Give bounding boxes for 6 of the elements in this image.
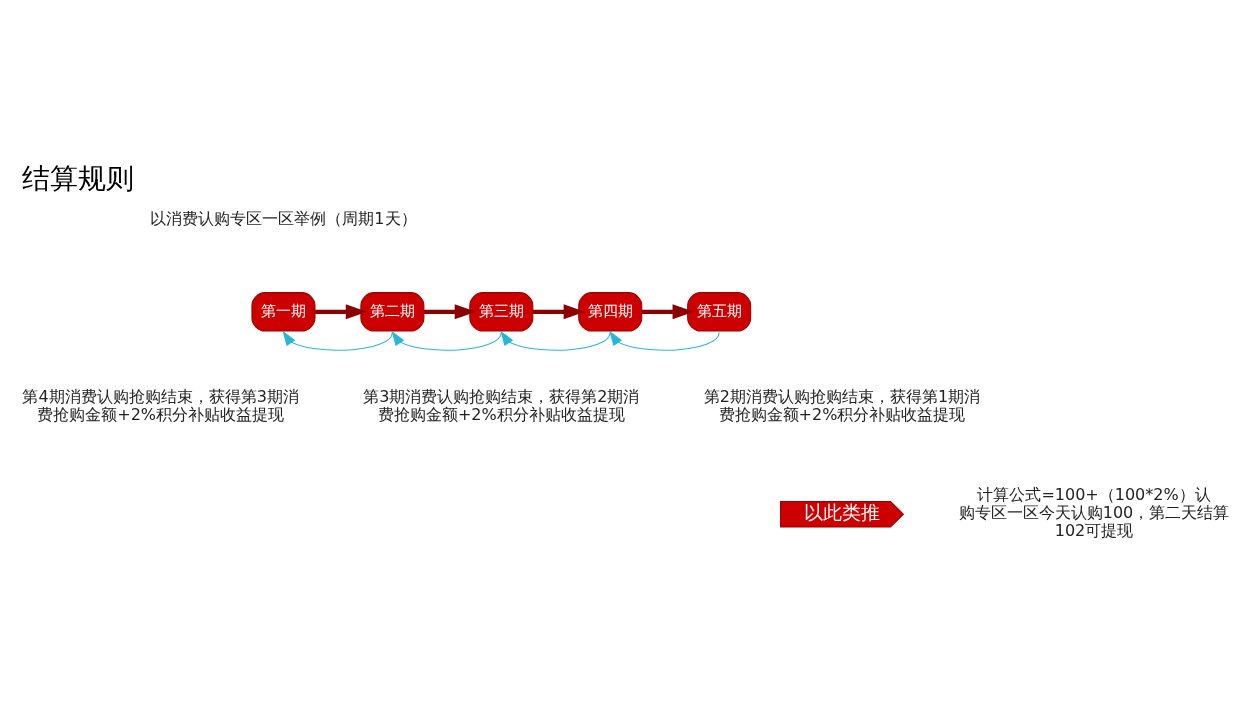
diagram-title: 结算规则 [22, 161, 135, 195]
label: 第3期消费认购抢购结束，获得第2期消费抢购金额+2%积分补贴收益提现 [363, 386, 640, 424]
label: 第4期消费认购抢购结束，获得第3期消费抢购金额+2%积分补贴收益提现 [22, 386, 299, 424]
label: 计算公式=100+（100*2%）认购专区一区今天认购100，第二天结算102可提现 [958, 484, 1230, 541]
label: 以消费认购专区一区举例（周期1天） [150, 208, 417, 228]
label: 第2期消费认购抢购结束，获得第1期消费抢购金额+2%积分补贴收益提现 [703, 386, 981, 424]
